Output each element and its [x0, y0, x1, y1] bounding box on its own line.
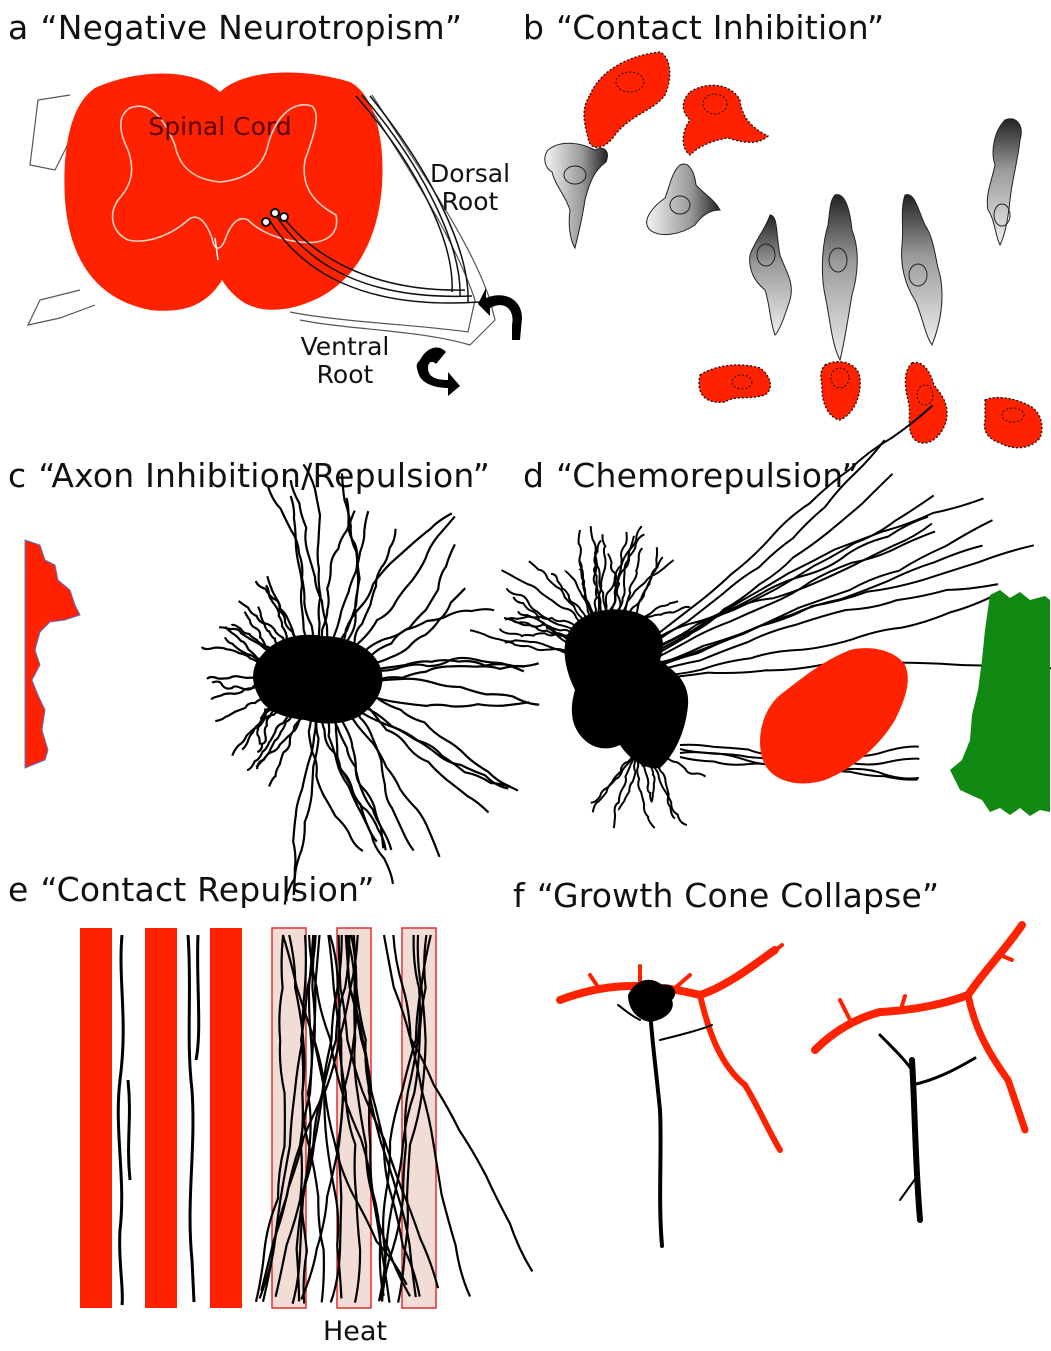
collapsed-neuron-right [880, 1035, 975, 1220]
collapsed-neuron-left [618, 1005, 712, 1246]
growth-cone-left [628, 980, 675, 1022]
inhibitory-branches [560, 925, 1025, 1150]
